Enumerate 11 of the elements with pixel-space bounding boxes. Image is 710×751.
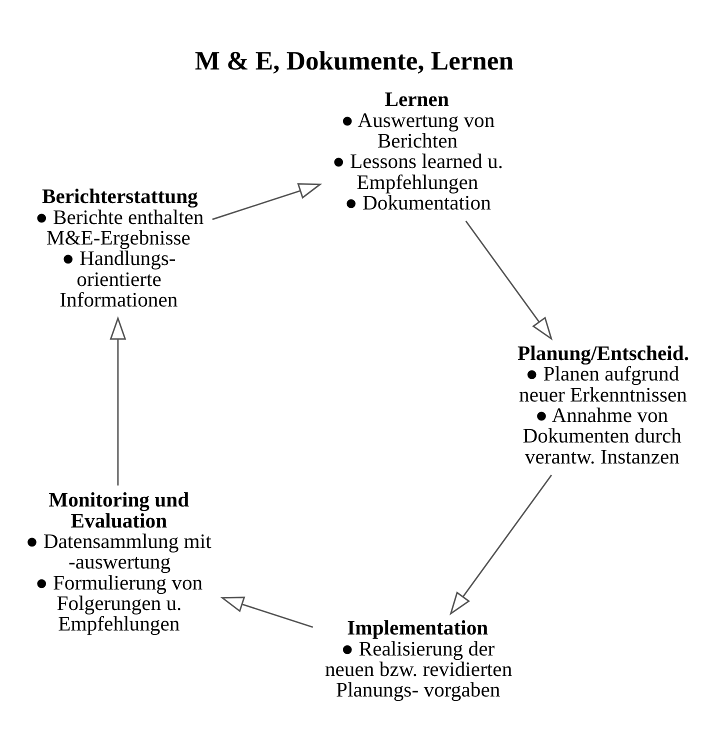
node-text: Planung/Entscheid. ● Planen aufgrund neuer Erkenntnissen ● Annahme von Dokumenten durch verantw. Instanzen <box>518 342 690 468</box>
node-text: Berichterstattung ● Berichte enthalten M&E-Ergebnisse ● Handlungs- orientierte Informationen <box>35 186 204 311</box>
arrow <box>110 316 126 486</box>
diagram-title: M & E, Dokumente, Lernen <box>194 45 514 76</box>
node-text: Implementation ● Realisierung der neuen bzw. revidierten Planungs- vorgaben <box>324 617 512 702</box>
node-text: Lernen ● Auswertung von Berichten ● Lessons learned u. Empfehlungen ● Dokumentation <box>332 88 504 214</box>
arrow <box>220 596 314 628</box>
arrow <box>212 182 322 220</box>
arrow <box>450 474 552 615</box>
node-text: Monitoring und Evaluation ● Datensammlung mit -auswertung ● Formulierung von Folgerungen u. Empfehlungen <box>26 489 212 636</box>
arrow <box>465 220 553 340</box>
